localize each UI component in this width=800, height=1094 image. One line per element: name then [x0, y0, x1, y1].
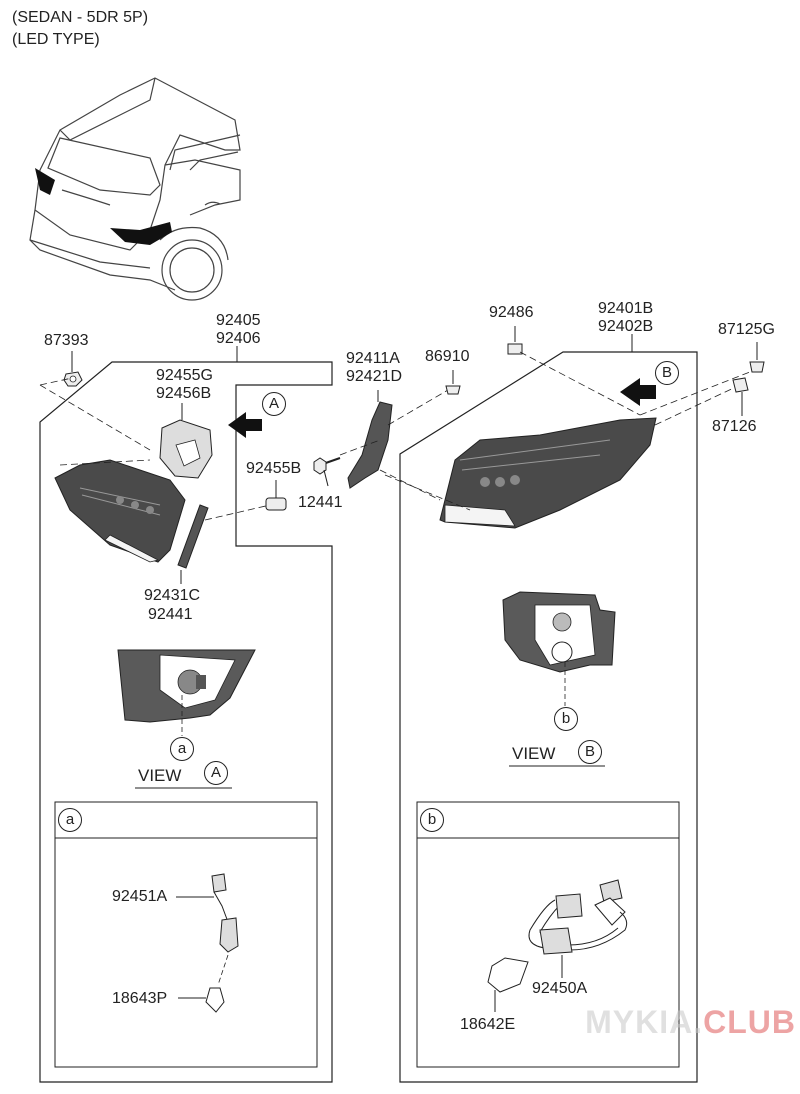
car-left-taillight — [35, 168, 55, 195]
part-92455B: 92455B — [246, 460, 302, 477]
car-illustration — [29, 77, 241, 301]
part-92456B: 92456B — [156, 385, 212, 402]
model-note: (SEDAN - 5DR 5P) — [12, 9, 149, 26]
part-92402B: 92402B — [598, 318, 654, 335]
view-a-label: VIEW — [138, 766, 182, 785]
bulb-18642E — [487, 957, 529, 1012]
nut-87393 — [63, 351, 83, 387]
clip-86910 — [445, 370, 461, 395]
part-87125G: 87125G — [718, 321, 775, 338]
bolt-92455B — [265, 480, 287, 511]
part-92401B: 92401B — [598, 300, 654, 317]
inner-lamp-left — [54, 459, 186, 563]
part-92450A: 92450A — [532, 980, 588, 997]
callout-b-view: b — [554, 707, 578, 731]
callout-a-box: a — [58, 808, 82, 832]
callout-b-box: b — [420, 808, 444, 832]
view-b-lamp — [502, 591, 616, 673]
watermark: MYKIA.CLUB — [585, 1004, 796, 1040]
part-12441: 12441 — [298, 494, 343, 511]
car-right-taillight — [110, 222, 172, 245]
right-group-frame — [399, 351, 698, 1083]
screw-87125G — [749, 342, 765, 373]
part-18642E: 18642E — [460, 1016, 516, 1033]
part-92406: 92406 — [216, 330, 261, 347]
part-92451A: 92451A — [112, 888, 168, 905]
view-a-lamp — [117, 649, 256, 723]
arrow-A — [228, 412, 262, 438]
part-92486: 92486 — [489, 304, 534, 321]
part-87393: 87393 — [44, 332, 89, 349]
screw-87126 — [732, 377, 749, 416]
socket-92451A — [176, 873, 239, 953]
view-b-label: VIEW — [512, 744, 556, 763]
outer-lamp-right — [439, 417, 657, 529]
part-92431C: 92431C — [144, 587, 201, 604]
part-92405: 92405 — [216, 312, 261, 329]
callout-B-marker: B — [655, 361, 679, 385]
left-group-frame — [39, 361, 333, 1083]
part-86910: 86910 — [425, 348, 470, 365]
part-18643P: 18643P — [112, 990, 168, 1007]
lamp-type-note: (LED TYPE) — [12, 31, 100, 48]
part-92411A: 92411A — [346, 350, 400, 367]
view-a-circle: A — [204, 761, 228, 785]
garnish-92431C — [177, 504, 209, 569]
view-b-circle: B — [578, 740, 602, 764]
bulb-18643P — [178, 987, 225, 1013]
socket-harness-92450A — [528, 879, 628, 978]
callout-A-marker: A — [262, 392, 286, 416]
arrow-B — [620, 378, 656, 406]
callout-a-view: a — [170, 737, 194, 761]
dash-87393 — [39, 377, 151, 451]
part-92455G: 92455G — [156, 367, 213, 384]
detail-box-a — [54, 801, 318, 1068]
nut-92486 — [507, 326, 523, 355]
screw-12441 — [313, 457, 341, 487]
detail-box-b — [416, 801, 680, 1068]
part-92421D: 92421D — [346, 368, 403, 385]
part-92441: 92441 — [148, 606, 193, 623]
part-87126: 87126 — [712, 418, 757, 435]
bracket-92411A — [347, 390, 393, 489]
